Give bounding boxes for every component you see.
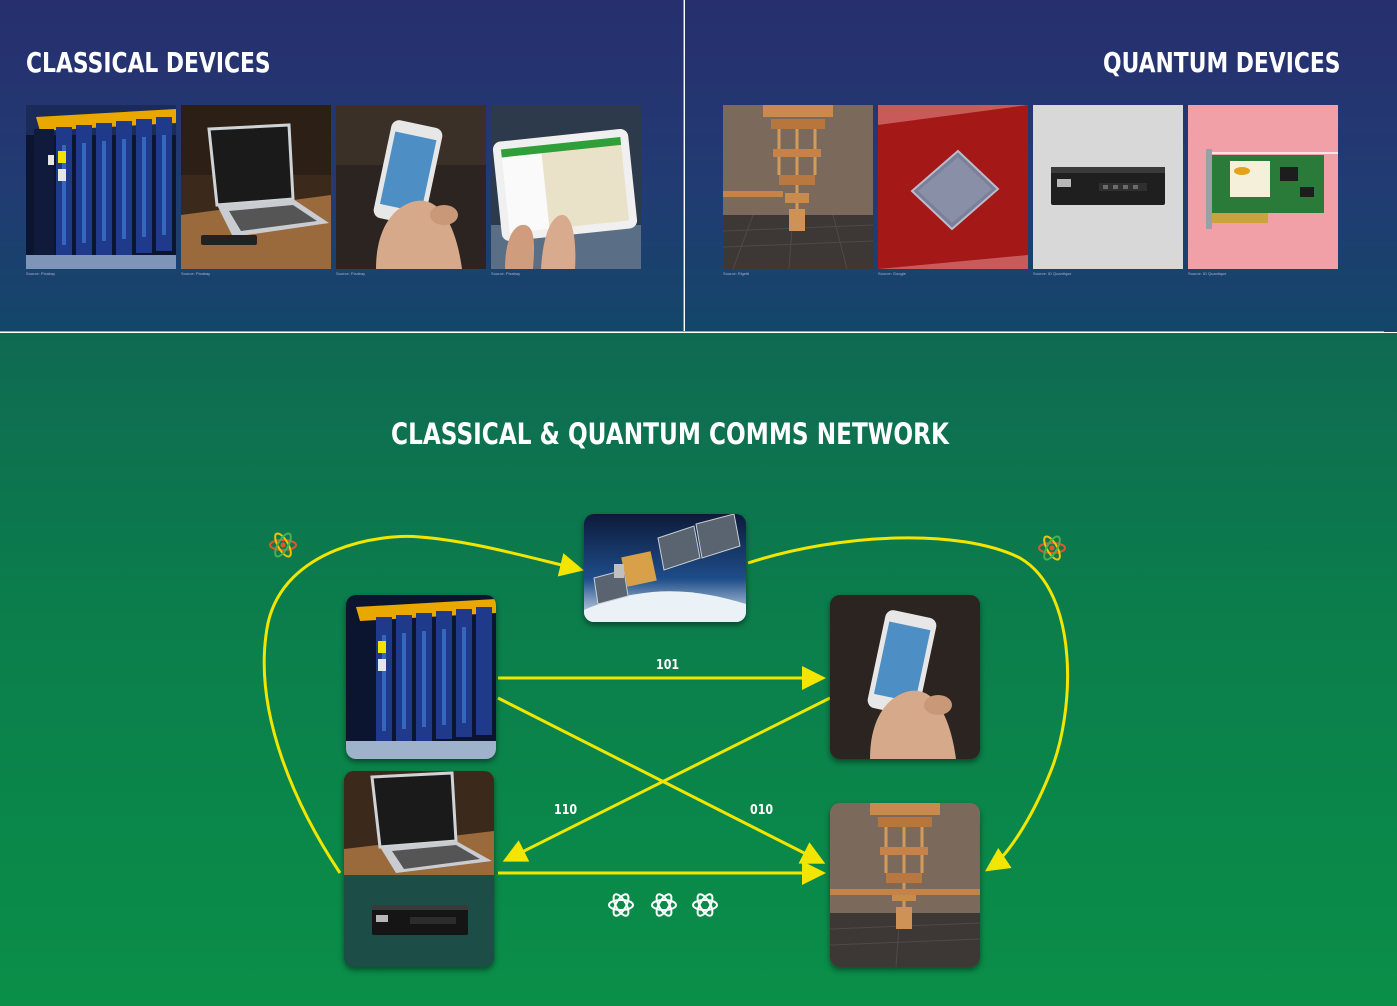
dilution-refrigerator-icon — [723, 105, 873, 269]
quantum-computer-node — [830, 803, 980, 967]
supercomputer-icon — [26, 105, 176, 269]
atom-icon — [1038, 535, 1066, 561]
quantum-devices-panel: QUANTUM DEVICES — [685, 0, 1397, 332]
network-title: CLASSICAL & QUANTUM COMMS NETWORK — [391, 417, 949, 451]
laptop-qrng-node — [344, 771, 494, 967]
quantum-device-pcie-card: Source: ID Quantique — [1188, 105, 1338, 277]
qubit-stream-icons — [608, 893, 718, 917]
quantum-device-dilution-refrigerator: Source: Rigetti — [723, 105, 873, 277]
classical-device-smartphone: Source: Pixabay — [336, 105, 486, 277]
image-credit: Source: ID Quantique — [1033, 271, 1072, 276]
classical-devices-title: CLASSICAL DEVICES — [26, 46, 271, 79]
classical-device-supercomputer: Source: Pixabay — [26, 105, 176, 277]
arrow-loop-to-satellite — [262, 534, 584, 874]
image-credit: Source: Pixabay — [336, 271, 366, 276]
satellite-icon — [584, 514, 746, 622]
image-credit: Source: Pixabay — [491, 271, 521, 276]
arrow-loop-to-quantum-node — [747, 536, 1070, 872]
image-credit: Source: Rigetti — [723, 271, 750, 276]
supercomputer-node — [346, 595, 496, 759]
smartphone-node — [830, 595, 980, 759]
smartphone-icon — [830, 595, 980, 759]
edge-label-110: 110 — [554, 803, 578, 818]
quantum-devices-title: QUANTUM DEVICES — [1103, 46, 1341, 79]
quantum-devices-gallery: Source: Rigetti Source: Google — [723, 105, 1338, 277]
classical-devices-gallery: Source: Pixabay Source: Pixabay — [26, 105, 641, 277]
laptop-icon — [181, 105, 331, 269]
supercomputer-icon — [346, 595, 496, 759]
image-credit: Source: ID Quantique — [1188, 271, 1227, 276]
laptop-icon — [344, 771, 494, 875]
smartphone-icon — [336, 105, 486, 269]
classical-device-laptop: Source: Pixabay — [181, 105, 331, 277]
image-credit: Source: Pixabay — [26, 271, 56, 276]
comms-network-section: CLASSICAL & QUANTUM COMMS NETWORK — [0, 333, 1397, 1006]
satellite-node — [584, 514, 746, 622]
classical-devices-panel: CLASSICAL DEVICES — [0, 0, 684, 332]
edge-label-101: 101 — [656, 658, 680, 673]
classical-device-tablet: Source: Pixabay — [491, 105, 641, 277]
section-divider — [0, 331, 1384, 332]
arrow-010 — [497, 696, 826, 864]
quantum-rng-box-icon — [344, 875, 494, 967]
quantum-device-qrng-box: Source: ID Quantique — [1033, 105, 1183, 277]
tablet-icon — [491, 105, 641, 269]
quantum-rng-box-icon — [1033, 105, 1183, 269]
edge-label-010: 010 — [750, 803, 774, 818]
network-arrows — [262, 534, 1070, 885]
image-credit: Source: Pixabay — [181, 271, 211, 276]
dilution-refrigerator-icon — [830, 803, 980, 967]
atom-icon — [269, 532, 297, 558]
quantum-chip-icon — [878, 105, 1028, 269]
quantum-device-chip: Source: Google — [878, 105, 1028, 277]
image-credit: Source: Google — [878, 271, 906, 276]
arrow-110 — [502, 696, 831, 862]
quantum-pcie-card-icon — [1188, 105, 1338, 269]
